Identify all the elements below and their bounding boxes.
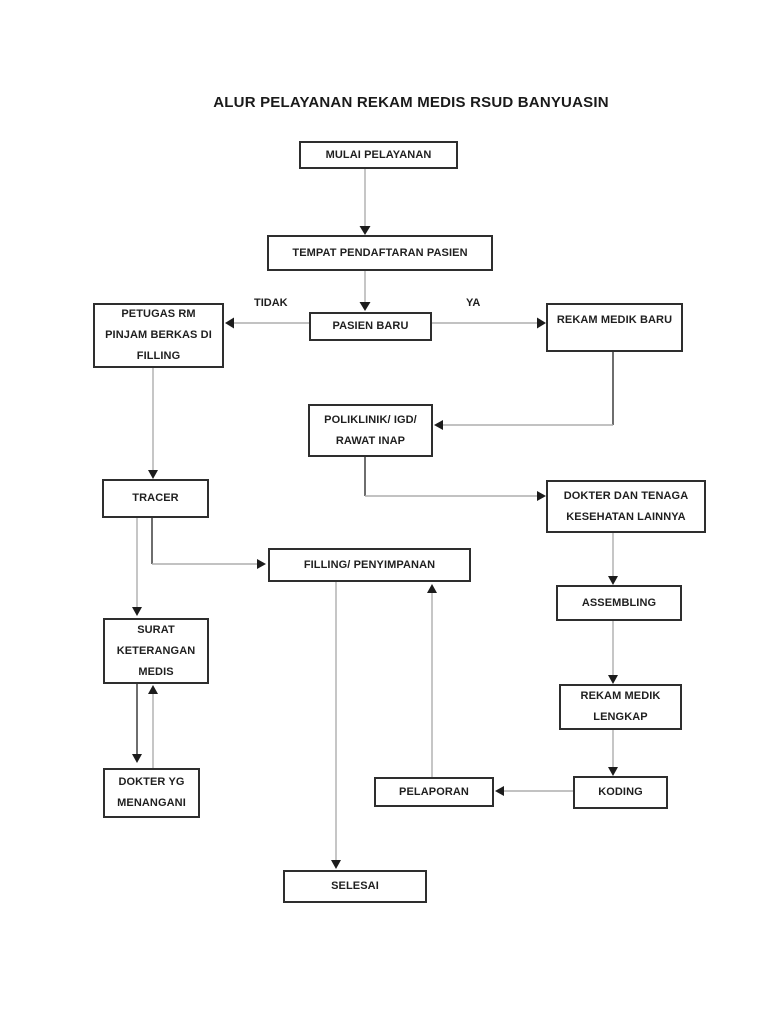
node-label-line: REKAM MEDIK xyxy=(580,690,661,702)
node-dokter-dan-tenaga-kesehatan: DOKTER DAN TENAGA KESEHATAN LAINNYA xyxy=(546,480,706,533)
node-tracer: TRACER xyxy=(102,479,209,518)
node-pelaporan: PELAPORAN xyxy=(374,777,494,807)
node-mulai-pelayanan: MULAI PELAYANAN xyxy=(299,141,458,169)
node-pasien-baru: PASIEN BARU xyxy=(309,312,432,341)
node-dokter-yg-menangani: DOKTER YG MENANGANI xyxy=(103,768,200,818)
node-label-line: PINJAM BERKAS DI xyxy=(105,329,212,341)
node-label-line: LENGKAP xyxy=(593,711,648,723)
node-label: FILLING/ PENYIMPANAN xyxy=(303,558,436,571)
node-selesai: SELESAI xyxy=(283,870,427,903)
node-label-line: PETUGAS RM xyxy=(121,308,196,320)
node-label: ASSEMBLING xyxy=(581,596,657,609)
node-label: PASIEN BARU xyxy=(332,320,409,332)
node-rekam-medik-baru: REKAM MEDIK BARU xyxy=(546,303,683,352)
node-petugas-rm-pinjam-berkas: PETUGAS RM PINJAM BERKAS DI FILLING xyxy=(93,303,224,368)
node-label-line: POLIKLINIK/ IGD/ xyxy=(324,413,417,426)
node-filling-penyimpanan: FILLING/ PENYIMPANAN xyxy=(268,548,471,582)
node-label: SELESAI xyxy=(331,880,379,892)
node-label-line: DOKTER DAN TENAGA xyxy=(563,489,689,502)
node-label-line: SURAT xyxy=(137,623,175,636)
node-label: MULAI PELAYANAN xyxy=(325,148,432,161)
node-label: TEMPAT PENDAFTARAN PASIEN xyxy=(292,246,468,259)
node-label: PELAPORAN xyxy=(399,785,469,798)
branch-label-tidak: TIDAK xyxy=(254,297,288,309)
node-poliklinik-igd-rawat-inap: POLIKLINIK/ IGD/ RAWAT INAP xyxy=(308,404,433,457)
node-label-line: RAWAT INAP xyxy=(335,434,406,447)
node-label-line: DOKTER YG xyxy=(118,776,185,788)
node-assembling: ASSEMBLING xyxy=(556,585,682,621)
node-rekam-medik-lengkap: REKAM MEDIK LENGKAP xyxy=(559,684,682,730)
page-title: ALUR PELAYANAN REKAM MEDIS RSUD BANYUASI… xyxy=(213,94,609,111)
node-koding: KODING xyxy=(573,776,668,809)
node-label-line: KESEHATAN LAINNYA xyxy=(566,510,686,523)
node-tempat-pendaftaran-pasien: TEMPAT PENDAFTARAN PASIEN xyxy=(267,235,493,271)
node-label-line: KETERANGAN xyxy=(116,644,196,657)
node-label-line: MENANGANI xyxy=(117,797,186,809)
node-label: REKAM MEDIK BARU xyxy=(556,314,673,326)
node-label: TRACER xyxy=(132,492,179,504)
node-label: KODING xyxy=(598,786,643,798)
node-label-line: FILLING xyxy=(136,350,181,362)
node-surat-keterangan-medis: SURAT KETERANGAN MEDIS xyxy=(103,618,209,684)
branch-label-ya: YA xyxy=(466,297,481,309)
node-label-line: MEDIS xyxy=(138,665,174,678)
